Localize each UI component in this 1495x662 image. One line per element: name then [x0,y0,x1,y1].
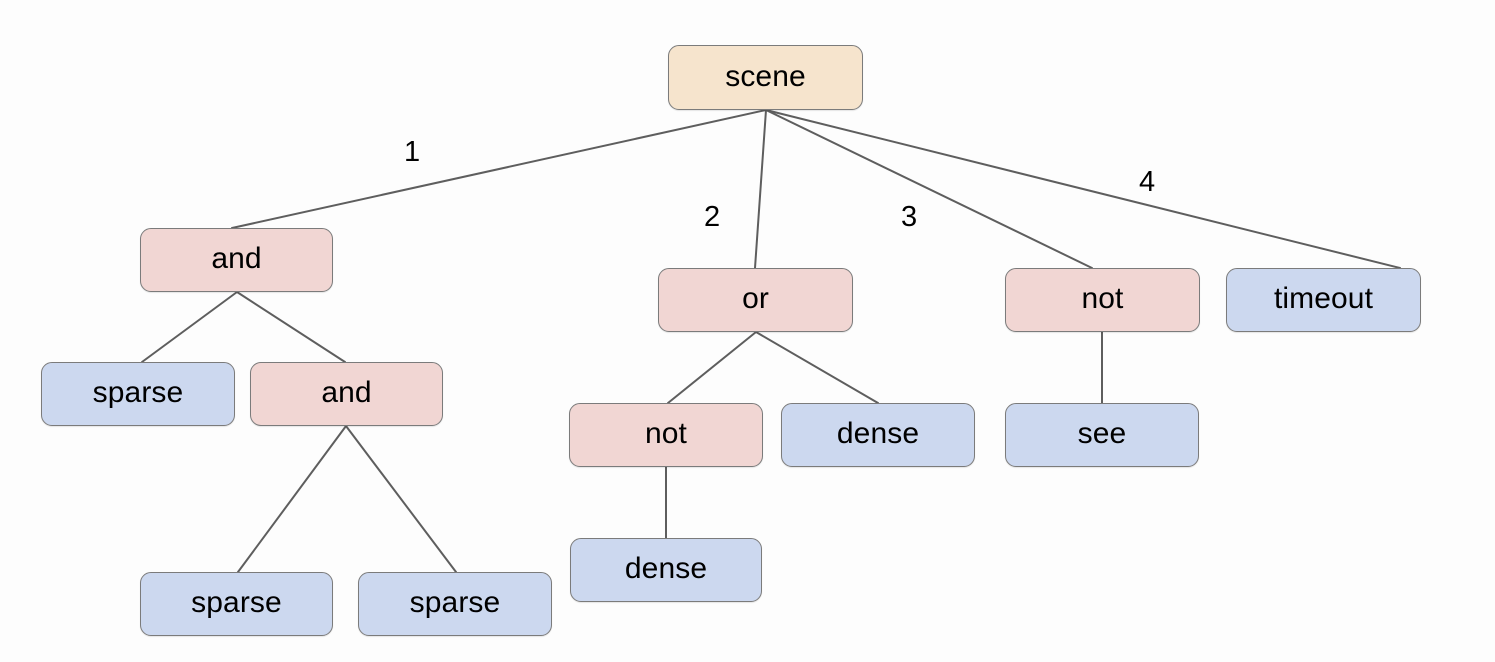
node-dense1[interactable]: dense [781,403,975,467]
node-label: sparse [409,586,501,619]
node-label: and [321,376,372,409]
node-label: dense [624,552,708,585]
node-and2[interactable]: and [250,362,443,426]
node-or1[interactable]: or [658,268,853,332]
edge-and2-to-sparse3 [345,425,457,573]
edge-or1-to-not2 [667,331,757,404]
edge-and1-to-sparse1 [141,291,238,363]
node-label: not [1081,282,1124,315]
node-label: scene [725,59,806,93]
edge-order-label-3: 3 [901,201,918,233]
edge-and2-to-sparse2 [237,425,347,573]
node-label: sparse [92,376,184,409]
edge-or1-to-dense1 [755,331,879,404]
edge-order-label-2: 2 [704,201,721,233]
node-timeout[interactable]: timeout [1226,268,1421,332]
edge-order-label-1: 1 [404,136,421,168]
node-label: sparse [191,586,282,619]
node-label: see [1077,417,1127,450]
node-sparse1[interactable]: sparse [41,362,235,426]
node-label: and [211,242,262,275]
edge-and1-to-and2 [236,291,346,363]
node-dense2[interactable]: dense [570,538,762,602]
node-label: or [742,282,769,315]
node-label: dense [836,417,920,450]
edge-order-label-4: 4 [1139,166,1156,198]
edge-scene-to-or1 [754,109,767,269]
edge-scene-to-timeout [765,109,1401,269]
node-label: not [644,417,687,450]
node-sparse3[interactable]: sparse [358,572,552,636]
node-and1[interactable]: and [140,228,333,292]
node-scene[interactable]: scene [668,45,863,110]
node-see[interactable]: see [1005,403,1199,467]
edge-scene-to-not1 [765,109,1093,269]
node-sparse2[interactable]: sparse [140,572,333,636]
node-not1[interactable]: not [1005,268,1200,332]
node-not2[interactable]: not [569,403,763,467]
node-label: timeout [1273,282,1374,315]
edge-scene-to-and1 [231,109,767,229]
